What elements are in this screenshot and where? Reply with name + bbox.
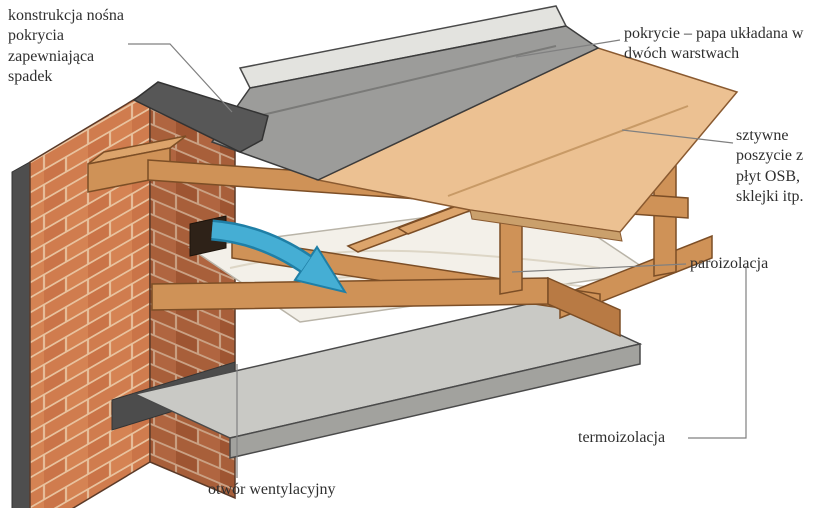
label-vent-opening: otwór wentylacyjny: [208, 481, 336, 498]
osb-board-edge: [469, 209, 623, 242]
parapet-flashing-cap: [132, 81, 269, 153]
roof-deck: [210, 25, 739, 242]
leader-lines: [128, 39, 747, 478]
roof-felt-sheet: [210, 25, 600, 181]
label-support-structure: konstrukcja nośna pokrycia zapewniająca …: [8, 7, 124, 86]
osb-board-seam: [447, 105, 689, 197]
leader-sheathing: [621, 129, 734, 144]
label-thermal-insulation: termoizolacja: [578, 429, 666, 446]
airflow-arrow-icon: [211, 219, 348, 294]
leader-vapor-barrier: [511, 263, 687, 273]
front-bottom-beam: [151, 277, 549, 311]
slab-front-edge: [229, 343, 641, 459]
roof-felt-seam: [257, 45, 557, 117]
label-rigid-sheathing: sztywne poszycie z płyt OSB, sklejki itp…: [736, 127, 804, 206]
front-beam-end: [547, 276, 621, 338]
wall-left-edge-shadow: [11, 161, 31, 508]
leader-support: [128, 43, 233, 113]
ceiling-slab: [132, 299, 643, 459]
label-roof-covering: pokrycie – papa układana w dwóch warstwa…: [624, 25, 804, 63]
leader-thermal-insulation: [688, 266, 747, 439]
label-vapour-barrier: paroizolacja: [690, 255, 769, 272]
leader-covering: [515, 39, 621, 58]
